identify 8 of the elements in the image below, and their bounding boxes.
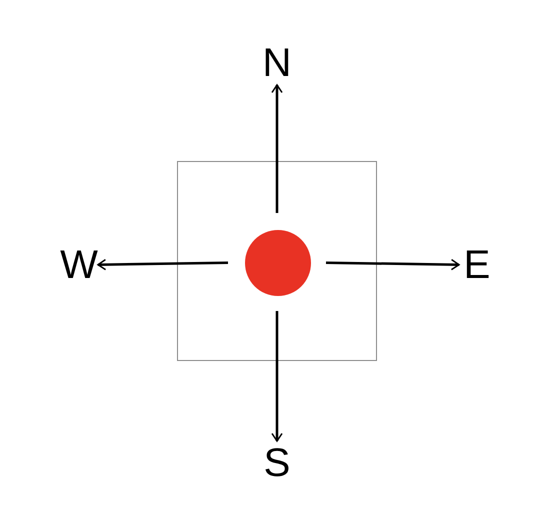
square-frame [177, 161, 377, 361]
arrow [271, 311, 283, 442]
direction-label: S [262, 444, 292, 482]
arrow [326, 258, 460, 270]
direction-label: N [262, 44, 292, 82]
arrow [97, 258, 228, 270]
arrow [271, 84, 283, 213]
direction-label: E [462, 246, 492, 284]
